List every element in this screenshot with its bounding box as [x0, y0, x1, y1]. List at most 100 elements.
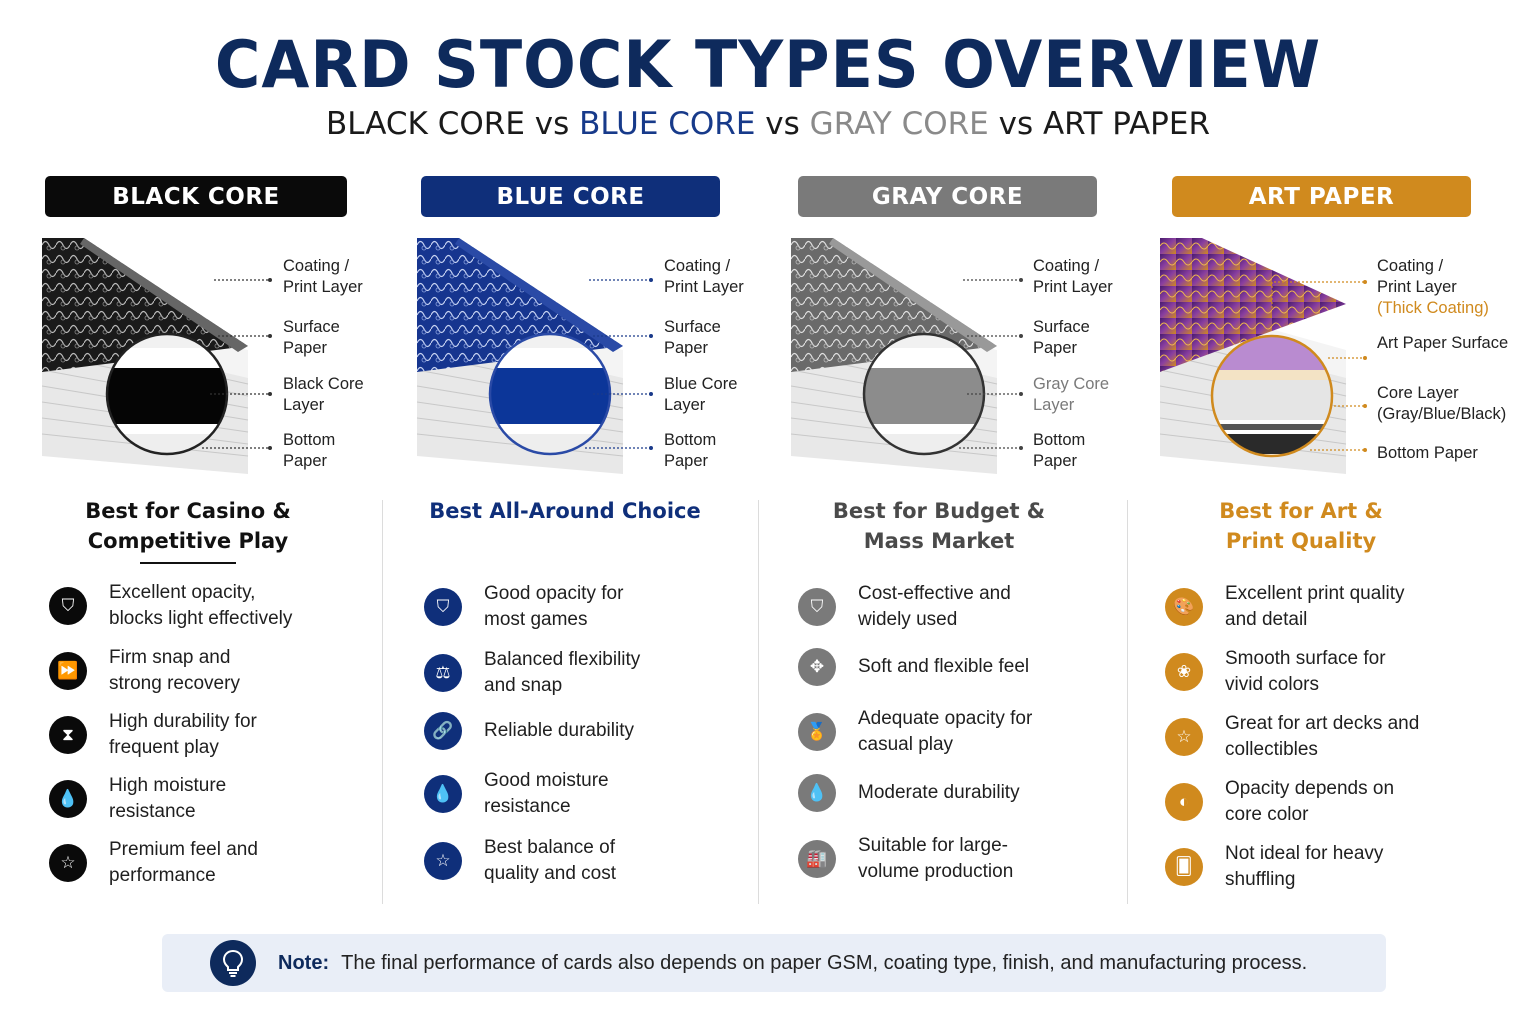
callout-art-surface: Art Paper Surface: [1377, 333, 1508, 354]
best-for-art-paper: Best for Art &Print Quality: [1160, 496, 1442, 556]
feature-text: Best balance of quality and cost: [484, 835, 714, 887]
feature-line: Premium feel and: [109, 839, 258, 860]
note-bar: Note: The final performance of cards als…: [162, 934, 1386, 992]
note-label: Note:: [278, 951, 330, 974]
feature-line: Best balance of: [484, 837, 615, 858]
feature-line: Excellent opacity,: [109, 582, 256, 603]
factory-icon: 🏭: [798, 840, 836, 878]
feature-line: Opacity depends on: [1225, 778, 1395, 799]
feature-line: resistance: [109, 801, 196, 822]
feature-line: Great for art decks and: [1225, 713, 1420, 734]
feature-item: 🏭 Suitable for large-volume production: [798, 833, 1088, 885]
best-for-line: Mass Market: [863, 529, 1015, 553]
feature-line: strong recovery: [109, 673, 240, 694]
feature-text: Suitable for large-volume production: [858, 833, 1088, 885]
feature-text: Reliable durability: [484, 718, 714, 744]
callout-line: Bottom Paper: [1377, 444, 1478, 462]
feature-item: 💧Moderate durability: [798, 774, 1088, 812]
star-icon: ☆: [1165, 718, 1203, 756]
feature-item: 🔗 Reliable durability: [424, 712, 714, 750]
callout-thick-coating: (Thick Coating): [1377, 299, 1489, 317]
callout-line: Art Paper Surface: [1377, 334, 1509, 352]
header-gray-core: GRAY CORE: [798, 176, 1097, 217]
best-for-gray-core: Best for Budget &Mass Market: [791, 496, 1087, 556]
callout-line: Layer: [1033, 396, 1075, 414]
callout-line: Surface: [664, 318, 721, 336]
callout-line: Bottom: [1033, 431, 1086, 449]
header-blue-core: BLUE CORE: [421, 176, 720, 217]
feature-line: vivid colors: [1225, 674, 1319, 695]
feature-line: blocks light effectively: [109, 608, 293, 629]
header-art-paper: ART PAPER: [1172, 176, 1471, 217]
subtitle-vs: vs: [524, 106, 580, 142]
balance-icon: ⚖: [424, 654, 462, 692]
link-icon: 🔗: [424, 712, 462, 750]
column-gray-core: GRAY CORE: [791, 176, 1167, 906]
callout-core: Core Layer(Gray/Blue/Black): [1377, 383, 1506, 425]
page-title: CARD STOCK TYPES OVERVIEW: [214, 26, 1322, 103]
feature-line: Smooth surface for: [1225, 648, 1386, 669]
feature-line: most games: [484, 609, 588, 630]
note-text: The final performance of cards also depe…: [341, 951, 1308, 974]
callout-line: Coating /: [664, 257, 731, 275]
best-for-line: Best All-Around Choice: [429, 499, 701, 523]
callout-line: Bottom: [664, 431, 717, 449]
callout-coating: Coating /Print Layer: [283, 256, 363, 298]
callout-line: Paper: [283, 452, 328, 470]
callout-line: Black Core: [283, 375, 364, 393]
shield-icon: ⛉: [49, 587, 87, 625]
hourglass-icon: ⧗: [49, 716, 87, 754]
feature-line: Cost-effective and: [858, 583, 1011, 604]
callout-bottom: Bottom Paper: [1377, 443, 1478, 464]
callout-line: Coating /: [1033, 257, 1100, 275]
best-underline: [140, 562, 236, 564]
subtitle-gray-core: GRAY CORE: [809, 106, 989, 142]
callout-line: Coating /: [283, 257, 350, 275]
feature-line: quality and cost: [484, 863, 617, 884]
column-divider: [1127, 500, 1128, 904]
feature-line: Reliable durability: [484, 720, 634, 741]
feature-line: Excellent print quality: [1225, 583, 1405, 604]
feature-line: and detail: [1225, 609, 1308, 630]
subtitle-black-core: BLACK CORE: [326, 106, 525, 142]
feature-text: Smooth surface for vivid colors: [1225, 646, 1455, 698]
callout-line: Paper: [1033, 452, 1078, 470]
subtitle-art-paper: ART PAPER: [1042, 106, 1210, 142]
callout-line: Coating /: [1377, 257, 1444, 275]
feature-text: Excellent opacity, blocks light effective…: [109, 580, 339, 632]
callout-line: Core Layer: [1377, 384, 1459, 402]
callout-line: Gray Core: [1033, 375, 1110, 393]
star-icon: ☆: [49, 844, 87, 882]
best-for-black-core: Best for Casino &Competitive Play: [42, 496, 334, 556]
star-icon: ☆: [424, 842, 462, 880]
fast-forward-icon: ⏩: [49, 652, 87, 690]
feature-line: resistance: [484, 796, 571, 817]
callout-line: Blue Core: [664, 375, 738, 393]
best-for-blue-core: Best All-Around Choice: [417, 496, 713, 526]
subtitle-blue-core: BLUE CORE: [579, 106, 756, 142]
column-art-paper: ART PAPER: [1160, 176, 1536, 906]
feature-line: core color: [1225, 804, 1309, 825]
callout-coating: Coating /Print Layer: [1033, 256, 1113, 298]
